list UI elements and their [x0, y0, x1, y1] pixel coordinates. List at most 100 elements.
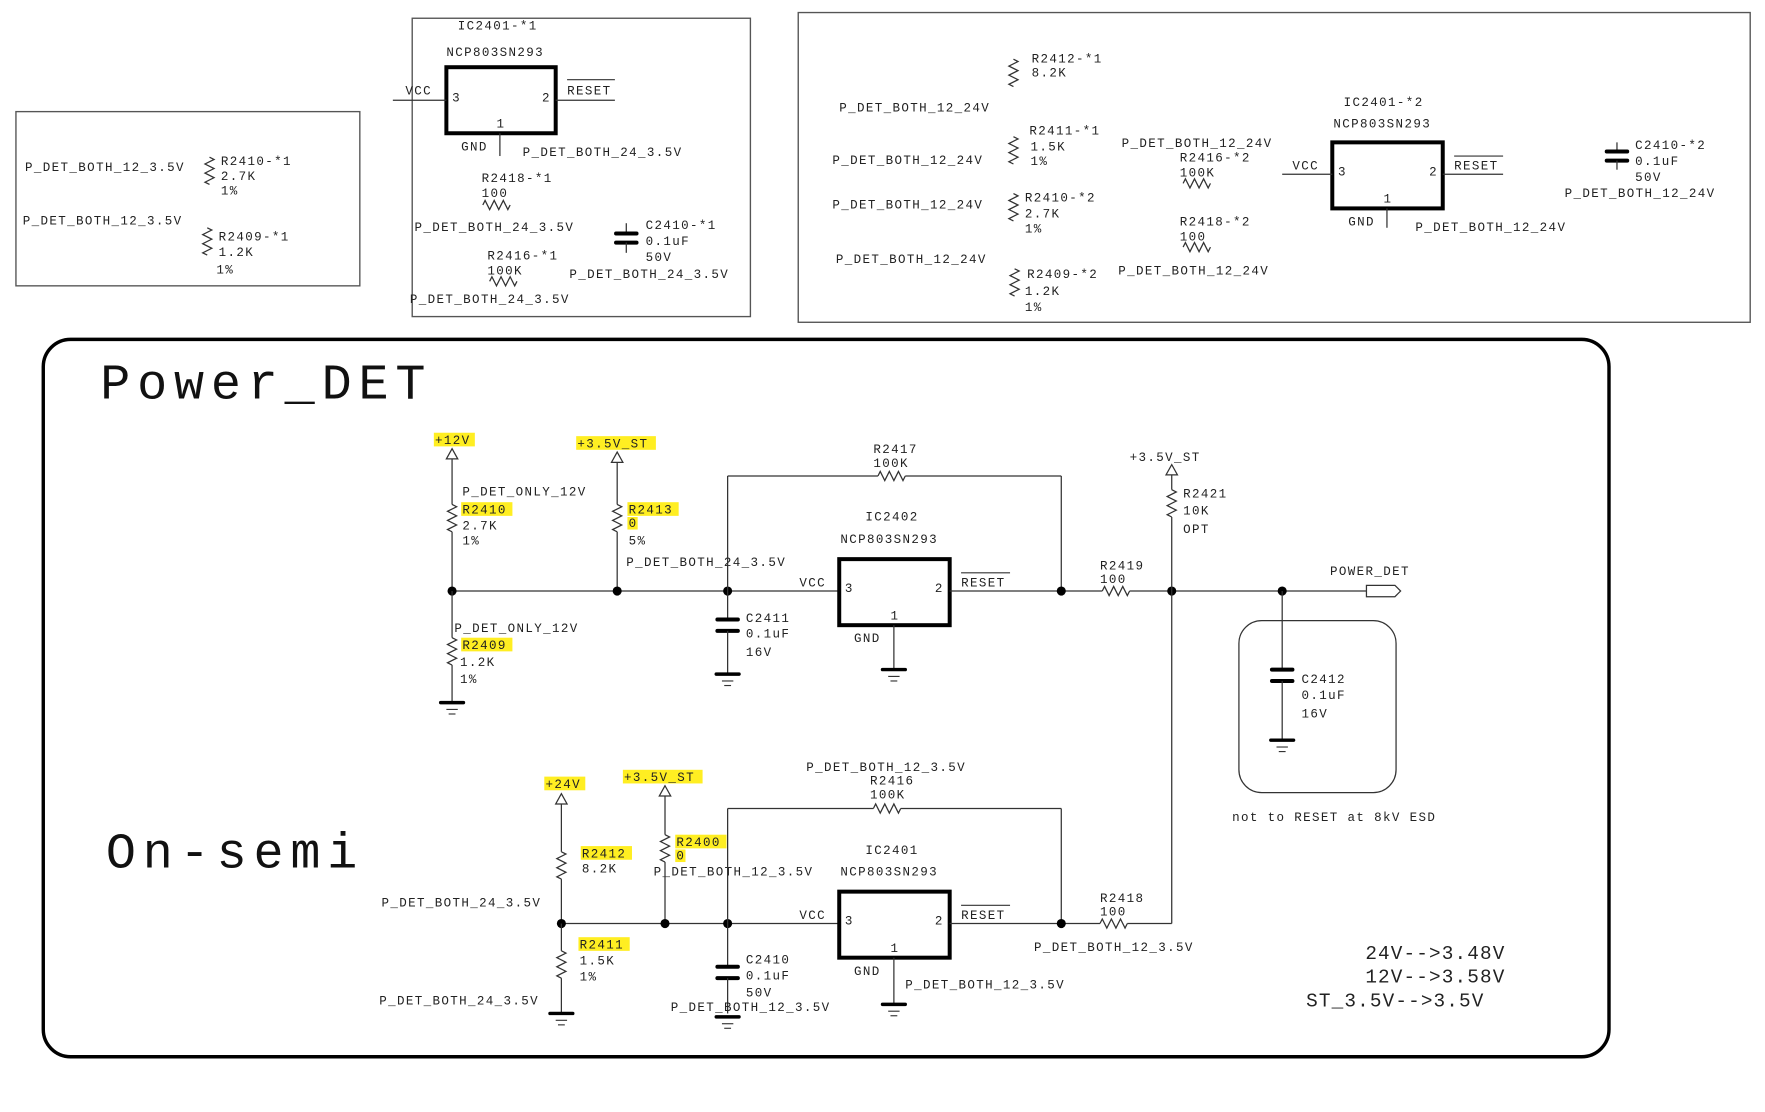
- net-label: P_DET_BOTH_12_3.5V: [23, 214, 183, 228]
- rail-label: +24V: [545, 778, 581, 792]
- power-det-block: Power_DET On-semi +12V P_DET_ONLY_12V R2…: [41, 337, 1611, 1059]
- value-label: 0: [629, 517, 638, 531]
- resistor-r2417[interactable]: R2417 100K: [873, 443, 917, 482]
- resistor-r2416[interactable]: P_DET_BOTH_12_3.5V R2416 100K: [806, 761, 966, 814]
- voltage-label: 50V: [646, 251, 673, 265]
- value-label: 8.2K: [582, 862, 618, 876]
- resistor-r2410-opt1[interactable]: P_DET_BOTH_12_3.5V R2410-*1 2.7K 1%: [25, 155, 292, 199]
- net-label: P_DET_BOTH_24_3.5V: [569, 268, 729, 282]
- rail-label: +3.5V_ST: [1130, 451, 1201, 465]
- value-label: 1.5K: [1031, 140, 1067, 154]
- resistor-r2419[interactable]: R2419 100: [1100, 559, 1144, 597]
- resistor-r2416-opt2[interactable]: P_DET_BOTH_12_24V R2416-*2 100K: [1122, 137, 1273, 189]
- option-box-2-frame: [411, 17, 752, 318]
- ref-label: R2421: [1183, 488, 1227, 502]
- pin-reset-label: RESET: [961, 909, 1005, 923]
- tolerance-label: 1%: [460, 673, 478, 687]
- tolerance-label: 1%: [1025, 301, 1043, 315]
- resistor-r2418-opt2[interactable]: R2418-*2 100 P_DET_BOTH_12_24V: [1118, 215, 1269, 278]
- resistor-r2410[interactable]: P_DET_ONLY_12V R2410 2.7K 1%: [446, 485, 587, 548]
- ref-label: C2410-*2: [1635, 139, 1706, 153]
- pin-number: 3: [1338, 165, 1347, 179]
- resistor-r2416-opt1[interactable]: R2416-*1 100K P_DET_BOTH_24_3.5V: [410, 250, 570, 307]
- ref-label: R2400: [676, 836, 720, 850]
- rail-3v5-st-lower: +3.5V_ST: [622, 769, 703, 835]
- resistor-r2418-opt1[interactable]: R2418-*1 100 P_DET_BOTH_24_3.5V: [414, 172, 574, 235]
- power-det-frame: [41, 337, 1611, 1059]
- voltage-label: 16V: [746, 646, 773, 660]
- resistor-r2411[interactable]: R2411 1.5K 1%: [556, 923, 630, 985]
- tolerance-label: 1%: [580, 970, 598, 984]
- resistor-r2418[interactable]: R2418 100: [1099, 892, 1144, 929]
- capacitor-c2412[interactable]: C2412 0.1uF 16V: [1269, 591, 1346, 741]
- ground-icon: [880, 1002, 907, 1018]
- ref-label: R2417: [873, 443, 917, 457]
- net-label: P_DET_BOTH_12_24V: [1565, 187, 1716, 201]
- ic-ic2401-opt2[interactable]: IC2401-*2 NCP803SN293 VCC 3 2 RESET 1 GN…: [1282, 96, 1566, 235]
- resistor-r2413[interactable]: R2413 0 5%: [611, 502, 679, 548]
- value-label: 10K: [1183, 505, 1210, 519]
- resistor-r2409-opt1[interactable]: P_DET_BOTH_12_3.5V R2409-*1 1.2K 1%: [23, 214, 290, 277]
- voltage-label: 16V: [1302, 707, 1329, 721]
- net-label: P_DET_BOTH_12_24V: [1415, 221, 1566, 235]
- capacitor-c2410-opt2[interactable]: C2410-*2 0.1uF 50V P_DET_BOTH_12_24V: [1565, 139, 1716, 201]
- net-label: P_DET_BOTH_12_3.5V: [905, 978, 1065, 992]
- pin-number: 3: [452, 91, 461, 105]
- rail-3v5-st-out: +3.5V_ST: [1130, 451, 1201, 490]
- ground-icon: [880, 667, 907, 683]
- option-box-3: R2412-*1 8.2K P_DET_BOTH_12_24V R2411-*1…: [797, 11, 1751, 323]
- ic-part: NCP803SN293: [840, 866, 938, 880]
- voltage-label: 50V: [746, 986, 773, 1000]
- ic-ic2402[interactable]: IC2402 NCP803SN293 VCC 3 2 RESET 1 GND: [799, 510, 1011, 683]
- net-label-right: P_DET_BOTH_12_3.5V: [654, 866, 814, 880]
- resistor-r2400[interactable]: R2400 0: [659, 834, 727, 864]
- resistor-r2412[interactable]: R2412 8.2K: [556, 846, 632, 880]
- ic-part: NCP803SN293: [1333, 118, 1431, 132]
- net-label: P_DET_BOTH_12_3.5V: [671, 1001, 831, 1015]
- capacitor-c2411[interactable]: C2411 0.1uF 16V: [715, 591, 790, 675]
- value-label: 100: [482, 187, 509, 201]
- net-label: P_DET_BOTH_12_24V: [1118, 264, 1269, 278]
- ic-ic2401[interactable]: IC2401 NCP803SN293 VCC 3 2 RESET 1 GND P…: [799, 844, 1065, 1018]
- note-line: ST_3.5V-->3.5V: [1306, 991, 1484, 1013]
- pin-number: 2: [935, 582, 944, 596]
- capacitor-c2410[interactable]: C2410 0.1uF 50V P_DET_BOTH_12_3.5V: [671, 923, 831, 1016]
- resistor-r2421[interactable]: R2421 10K OPT: [1166, 488, 1227, 537]
- resistor-r2411-opt1[interactable]: R2411-*1 1.5K 1% P_DET_BOTH_12_24V: [832, 124, 1100, 169]
- pin-reset-label: RESET: [567, 85, 611, 99]
- tolerance-label: 1%: [1031, 155, 1049, 169]
- upper-circuit: +12V P_DET_ONLY_12V R2410 2.7K 1% +3.5V_…: [433, 432, 1436, 924]
- voltage-label: 50V: [1635, 171, 1662, 185]
- ref-label: R2410: [462, 504, 506, 518]
- voltage-notes: 24V-->3.48V 12V-->3.58V ST_3.5V-->3.5V: [1306, 943, 1505, 1013]
- resistor-r2409-opt2[interactable]: P_DET_BOTH_12_24V R2409-*2 1.2K 1%: [836, 253, 1098, 315]
- pin-number: 3: [845, 915, 854, 929]
- rail-label: +12V: [435, 434, 471, 448]
- value-label: 2.7K: [221, 170, 257, 184]
- pin-vcc-label: VCC: [799, 909, 826, 923]
- esd-note: not to RESET at 8kV ESD: [1232, 811, 1436, 825]
- resistor-r2409[interactable]: P_DET_ONLY_12V R2409 1.2K 1%: [446, 622, 579, 687]
- value-label: 0.1uF: [746, 628, 790, 642]
- note-line: 12V-->3.58V: [1365, 967, 1505, 989]
- rail-24v: +24V: [544, 776, 586, 852]
- net-label: P_DET_BOTH_12_24V: [832, 154, 983, 168]
- resistor-r2412-opt1[interactable]: R2412-*1 8.2K P_DET_BOTH_12_24V: [839, 53, 1102, 116]
- pin-gnd-label: GND: [854, 965, 881, 979]
- ic-part: NCP803SN293: [446, 46, 544, 60]
- ref-label: R2418: [1100, 892, 1144, 906]
- resistor-r2410-opt2[interactable]: R2410-*2 2.7K 1% P_DET_BOTH_12_24V: [832, 192, 1095, 237]
- power-det-output-port[interactable]: POWER_DET: [1330, 565, 1410, 598]
- ic-ic2401-opt1[interactable]: IC2401-*1 NCP803SN293 VCC 3 2 RESET 1 GN…: [392, 20, 683, 160]
- rail-12v: +12V: [433, 432, 475, 505]
- net-label: P_DET_BOTH_12_24V: [836, 253, 987, 267]
- pin-number: 2: [935, 915, 944, 929]
- ref-label: R2411-*1: [1029, 124, 1100, 138]
- value-label: 100: [1180, 230, 1207, 244]
- pin-number: 3: [845, 582, 854, 596]
- value-label: 8.2K: [1032, 66, 1068, 80]
- capacitor-c2410-opt1[interactable]: C2410-*1 0.1uF 50V P_DET_BOTH_24_3.5V: [569, 219, 729, 282]
- pin-vcc-label: VCC: [405, 85, 432, 99]
- value-label: 0: [676, 850, 685, 864]
- port-label: POWER_DET: [1330, 565, 1410, 579]
